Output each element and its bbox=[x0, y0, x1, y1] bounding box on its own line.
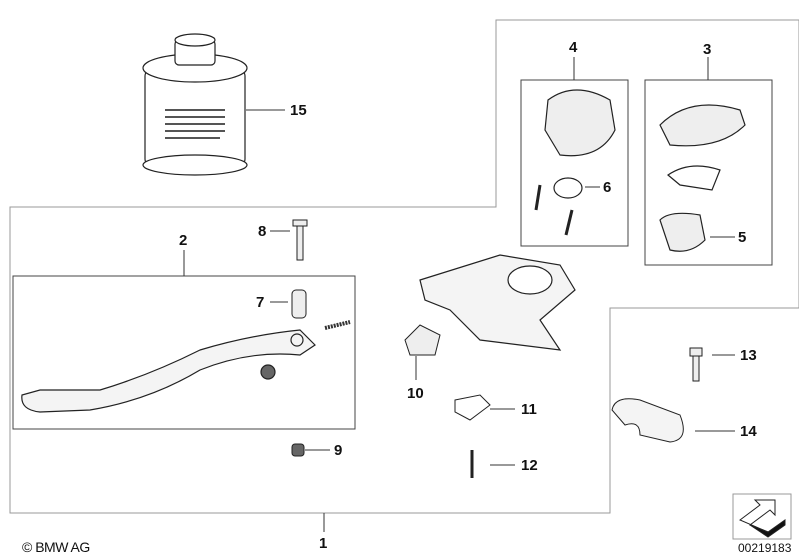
part-label-15: 15 bbox=[290, 102, 307, 119]
part-label-6: 6 bbox=[603, 179, 612, 196]
screw-part-13 bbox=[689, 347, 703, 382]
arrow-up-left-icon bbox=[732, 493, 792, 540]
screw-part-8 bbox=[292, 219, 308, 261]
master-cylinder-housing bbox=[419, 254, 576, 351]
part-label-10: 10 bbox=[407, 385, 424, 402]
can-part-15 bbox=[142, 33, 248, 176]
part-label-7: 7 bbox=[256, 294, 265, 311]
nut-part-9 bbox=[291, 443, 305, 457]
clip-part-11 bbox=[454, 394, 491, 421]
image-reference-number: 00219183 bbox=[738, 541, 792, 555]
part-label-3: 3 bbox=[703, 41, 712, 58]
bush-part-7 bbox=[291, 289, 307, 319]
part-label-5: 5 bbox=[738, 229, 747, 246]
part-label-2: 2 bbox=[179, 232, 188, 249]
part-label-11: 11 bbox=[521, 401, 537, 418]
cover-part-3 bbox=[659, 104, 746, 252]
clutch-lever-part-2 bbox=[21, 329, 316, 413]
spring-part bbox=[324, 320, 351, 330]
part-label-13: 13 bbox=[740, 347, 757, 364]
reservoir-part-4 bbox=[534, 89, 616, 236]
assembly-outline bbox=[9, 19, 799, 514]
copyright-text: © BMW AG bbox=[22, 539, 90, 555]
part-label-12: 12 bbox=[521, 457, 538, 474]
part-label-14: 14 bbox=[740, 423, 757, 440]
part-label-8: 8 bbox=[258, 223, 267, 240]
part-label-1: 1 bbox=[319, 535, 328, 552]
part-label-9: 9 bbox=[334, 442, 343, 459]
part-label-4: 4 bbox=[569, 39, 578, 56]
boot-part-10 bbox=[404, 324, 441, 356]
clamp-part-14 bbox=[611, 398, 684, 443]
